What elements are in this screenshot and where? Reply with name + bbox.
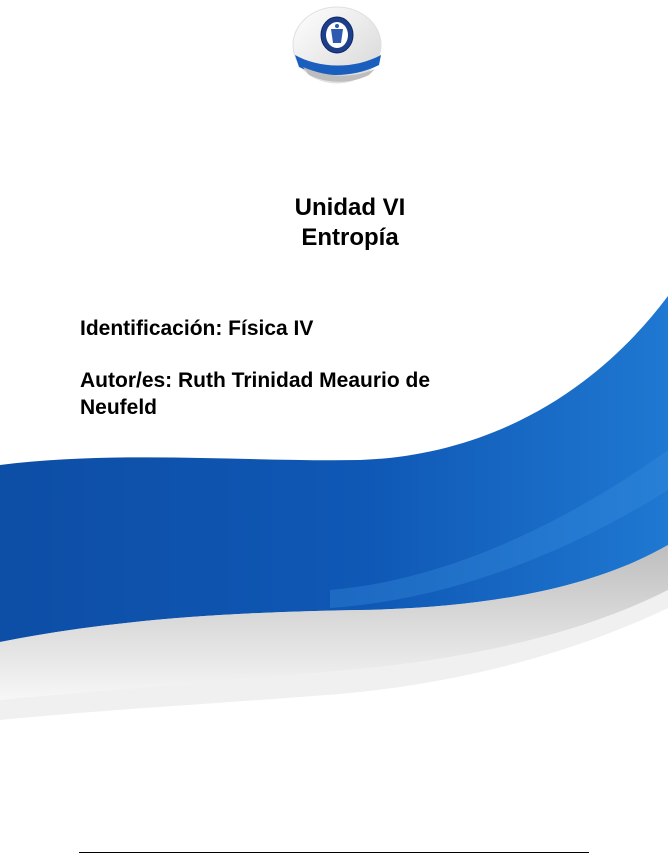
authors-line-2: Neufeld xyxy=(80,396,158,419)
authors-line-1: Autor/es: Ruth Trinidad Meaurio de xyxy=(80,369,431,392)
document-meta: Identificación: Física IV Autor/es: Ruth… xyxy=(80,315,540,421)
title-block: Unidad VI Entropía xyxy=(230,193,470,253)
university-seal-icon xyxy=(292,6,382,84)
footer-rule xyxy=(79,852,589,853)
decorative-wave xyxy=(0,296,668,720)
unit-subtitle: Entropía xyxy=(301,224,399,251)
identification-line: Identificación: Física IV xyxy=(80,317,314,340)
unit-title: Unidad VI xyxy=(294,194,406,221)
